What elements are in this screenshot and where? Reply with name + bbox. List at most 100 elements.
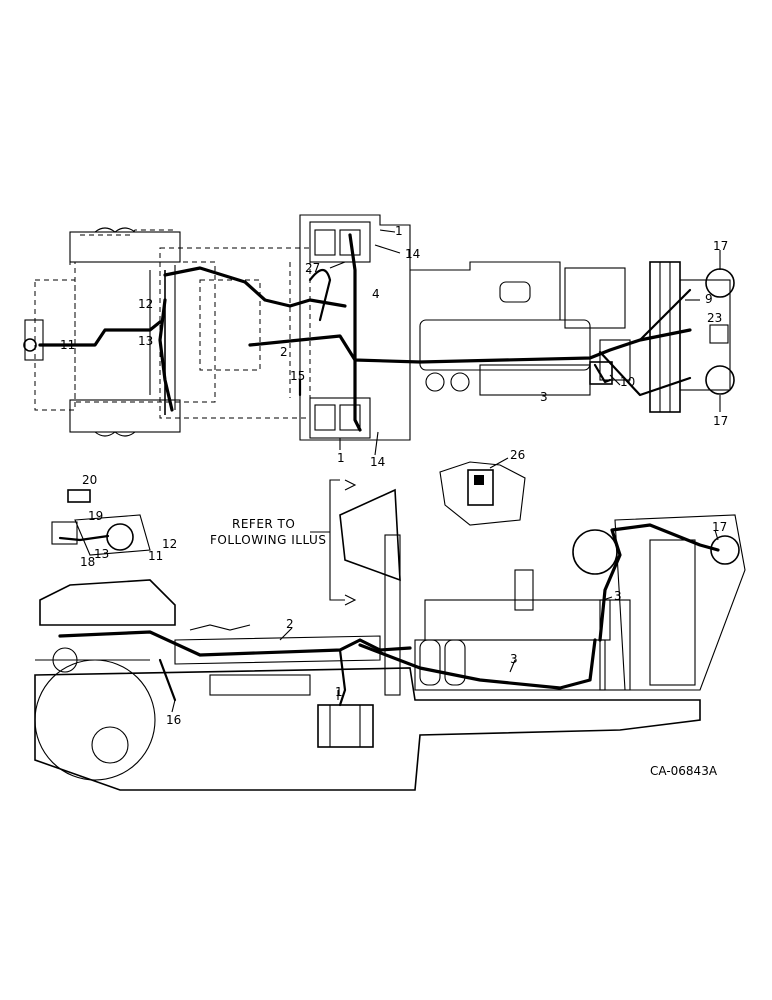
label-11-top: 11 [60,338,75,352]
label-15: 15 [290,369,305,383]
tractor-body-side [34,667,701,791]
horn-component [709,324,729,344]
label-12-bottom: 12 [162,537,177,551]
harness-headlight-right [598,350,692,397]
label-14-bottom: 14 [370,455,385,469]
label-13-bottom: 13 [94,547,109,561]
battery-box-frame [299,214,411,441]
harness-rear-light [38,320,162,347]
platform-treads [189,624,251,631]
harness-battery-link [348,233,362,432]
detail-bracket [74,514,151,556]
inset-26: 26 [439,448,526,526]
label-1-top: 1 [395,224,403,238]
harness-side-16 [158,658,177,702]
rear-lamp-circle [23,338,37,352]
detail-wire [58,534,110,542]
leader-3b [509,659,516,673]
leader-14a [374,244,401,254]
label-4: 4 [372,287,380,301]
radiator-side [649,539,696,686]
frame-side-panel [209,674,311,696]
refer-arrow-bottom [344,594,357,606]
leader-10 [609,374,621,386]
battery-top [309,221,371,263]
filter-a [419,639,441,686]
exhaust-top [499,281,531,303]
cab-floor-outline [74,261,216,403]
label-12-top: 12 [138,297,153,311]
label-27: 27 [305,261,320,275]
harness-27-loop [308,268,332,322]
label-3-top: 3 [540,390,548,404]
label-26: 26 [510,448,525,462]
label-14-top: 14 [405,247,420,261]
hood-front-side [614,514,746,691]
leader-2-side [279,627,293,641]
battery-top-cell-a [314,229,336,256]
label-1-bottom: 1 [337,451,345,465]
air-cleaner-top [564,267,626,329]
platform-side [174,635,381,665]
air-cleaner-side [572,529,618,575]
rear-pto [52,647,78,673]
harness-cab-vertical [158,298,174,412]
leader-16 [171,699,176,713]
label-11-bottom: 11 [148,549,163,563]
inset-26-outline [439,461,526,526]
label-3-side-b: 3 [510,652,518,666]
harness-main-upper [163,266,347,308]
exhaust-side [514,569,534,611]
label-17-side: 17 [712,520,727,534]
engine-block-top [419,319,591,371]
tread-top [94,227,136,233]
detail-20-switch [67,489,91,503]
leader-3a [602,596,613,601]
drawing-code: CA-06843A [650,764,718,778]
headlight-top-right [705,365,735,395]
label-13-top: 13 [138,334,153,348]
leader-27 [329,261,346,269]
rear-housing-outline [69,229,175,265]
refer-note-line2: FOLLOWING ILLUS [210,533,326,547]
label-18: 18 [80,555,95,569]
headlight-side [710,535,740,565]
label-19: 19 [88,509,103,523]
cab-outline [159,247,311,419]
harness-alternator [593,363,612,384]
cab-rear-pillar [384,534,401,696]
harness-main-front [248,328,692,364]
fan-housing-side [599,599,631,691]
label-16: 16 [166,713,181,727]
rear-tire-top-left [69,231,181,263]
label-17-bottom: 17 [713,414,728,428]
filter-b [444,639,466,686]
harness-side-battery [338,648,347,707]
tread-bottom [94,431,136,437]
label-23: 23 [707,311,722,325]
harness-side-front [598,523,720,642]
detail-gauge [106,523,134,551]
refer-bracket [329,479,345,601]
rear-light-left [24,319,44,361]
leader-26 [489,457,509,469]
battery-top-cell-b [339,229,361,256]
refer-arrow-top [344,479,357,491]
battery-side [317,704,374,748]
pulley-b [450,372,470,392]
label-3-side-a: 3 [614,589,622,603]
label-2-side: 2 [286,617,294,631]
rear-tire-side [34,659,156,781]
harness-side-3 [358,638,597,690]
rear-tire-bottom-left [69,399,181,433]
label-1-side: 1 [335,685,343,699]
harness-side-main [58,630,412,657]
pulley-a [425,372,445,392]
inset-26-component [467,469,494,506]
leader-14b [374,431,379,456]
harness-headlight-left [638,288,692,342]
side-elevation-view: 20 19 12 11 13 18 REFER TO FOLLOWING ILL… [34,473,746,791]
detail-19-lamp [51,521,78,545]
rear-hub [91,726,129,764]
